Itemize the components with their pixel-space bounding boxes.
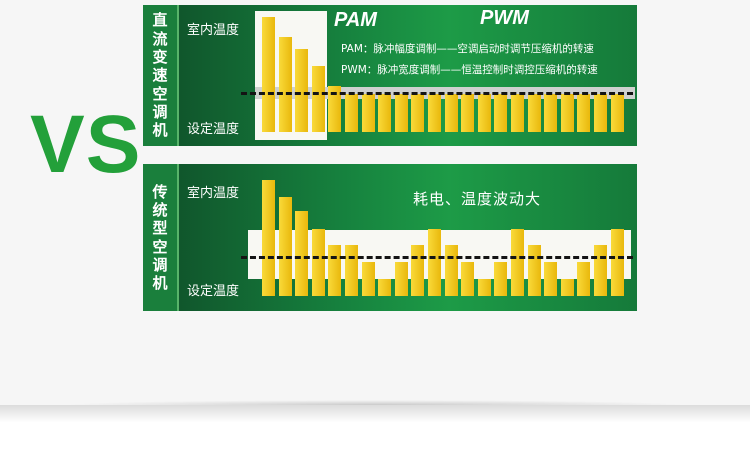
room-temp-label: 室内温度 — [187, 23, 240, 38]
traditional-bar-20 — [577, 262, 591, 296]
side-char: 空 — [152, 84, 168, 103]
traditional-bar-8 — [378, 279, 392, 296]
inverter-bar-1 — [262, 17, 275, 132]
side-char: 型 — [152, 219, 168, 238]
inverter-bar-13 — [461, 94, 475, 132]
traditional-bar-22 — [610, 229, 624, 296]
inverter-bar-18 — [544, 94, 558, 132]
traditional-bar-17 — [527, 245, 541, 296]
side-char: 直 — [152, 11, 168, 30]
inverter-bar-2 — [278, 37, 292, 132]
fluctuation-remark: 耗电、温度波动大 — [413, 190, 542, 208]
inverter-bar-6 — [345, 94, 358, 132]
inverter-ac-panel: 直 流 变 速 空 调 机 室内温度 设定温度 PAM PWM PAM：脉冲幅度… — [143, 5, 637, 146]
side-char: 流 — [152, 29, 168, 48]
set-temp-label: 设定温度 — [187, 284, 240, 299]
inverter-bar-17 — [527, 94, 541, 132]
traditional-bar-6 — [345, 245, 358, 296]
traditional-bar-10 — [411, 245, 425, 296]
traditional-bar-21 — [594, 245, 607, 296]
side-char: 机 — [152, 121, 168, 140]
side-char: 变 — [152, 48, 168, 67]
traditional-bar-4 — [311, 229, 325, 296]
side-char: 调 — [152, 102, 168, 121]
inverter-bar-22 — [610, 94, 624, 132]
room-temp-label: 室内温度 — [187, 186, 240, 201]
traditional-bar-3 — [295, 211, 309, 296]
traditional-bar-2 — [278, 197, 292, 296]
traditional-bar-19 — [560, 279, 574, 296]
inverter-bar-16 — [511, 94, 524, 132]
traditional-bar-7 — [361, 262, 375, 296]
vs-text: VS — [30, 99, 142, 190]
set-temp-dashed-line — [241, 92, 633, 95]
traditional-bar-14 — [477, 279, 491, 296]
traditional-bar-13 — [461, 262, 475, 296]
traditional-bar-9 — [394, 262, 408, 296]
inverter-bar-5 — [328, 86, 342, 132]
traditional-bar-5 — [328, 245, 342, 296]
traditional-side-title: 传 统 型 空 调 机 — [143, 164, 179, 311]
pwm-description: PWM：脉冲宽度调制——恒温控制时调控压缩机的转速 — [341, 64, 598, 76]
inverter-bar-10 — [411, 94, 425, 132]
set-temp-dashed-line — [241, 256, 633, 259]
side-char: 传 — [152, 182, 168, 201]
footer-band — [0, 405, 750, 449]
set-temp-label: 设定温度 — [187, 122, 240, 137]
inverter-bar-12 — [444, 94, 458, 132]
traditional-ac-panel: 传 统 型 空 调 机 室内温度 设定温度 耗电、温度波动大 — [143, 164, 637, 311]
traditional-bar-18 — [544, 262, 558, 296]
traditional-bar-11 — [428, 229, 441, 296]
inverter-bar-20 — [577, 94, 591, 132]
inverter-bar-19 — [560, 94, 574, 132]
pwm-label: PWM — [480, 7, 529, 29]
inverter-bar-4 — [311, 66, 325, 132]
inverter-bar-21 — [594, 94, 607, 132]
inverter-bar-9 — [394, 94, 408, 132]
traditional-bar-16 — [511, 229, 524, 296]
side-char: 空 — [152, 237, 168, 256]
traditional-bar-12 — [444, 245, 458, 296]
pam-description: PAM：脉冲幅度调制——空调启动时调节压缩机的转速 — [341, 43, 594, 55]
inverter-bar-15 — [494, 94, 508, 132]
side-char: 调 — [152, 255, 168, 274]
inverter-bar-8 — [378, 94, 392, 132]
inverter-side-title: 直 流 变 速 空 调 机 — [143, 5, 179, 146]
side-char: 机 — [152, 274, 168, 293]
traditional-bar-1 — [262, 180, 275, 296]
inverter-bar-14 — [477, 94, 491, 132]
pam-label: PAM — [334, 9, 377, 31]
side-char: 统 — [152, 200, 168, 219]
inverter-bar-7 — [361, 94, 375, 132]
side-char: 速 — [152, 66, 168, 85]
inverter-bar-3 — [295, 49, 309, 132]
inverter-bar-11 — [428, 94, 441, 132]
traditional-bar-15 — [494, 262, 508, 296]
